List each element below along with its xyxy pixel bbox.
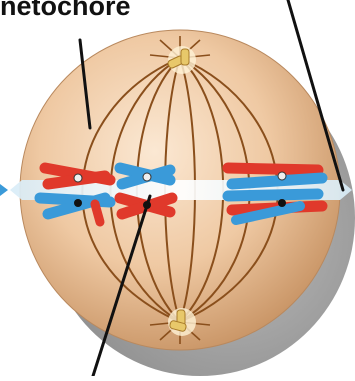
centrosome-icon	[168, 308, 196, 336]
plate-arrow	[0, 184, 8, 196]
kinetochore-label: netochore	[0, 0, 131, 22]
